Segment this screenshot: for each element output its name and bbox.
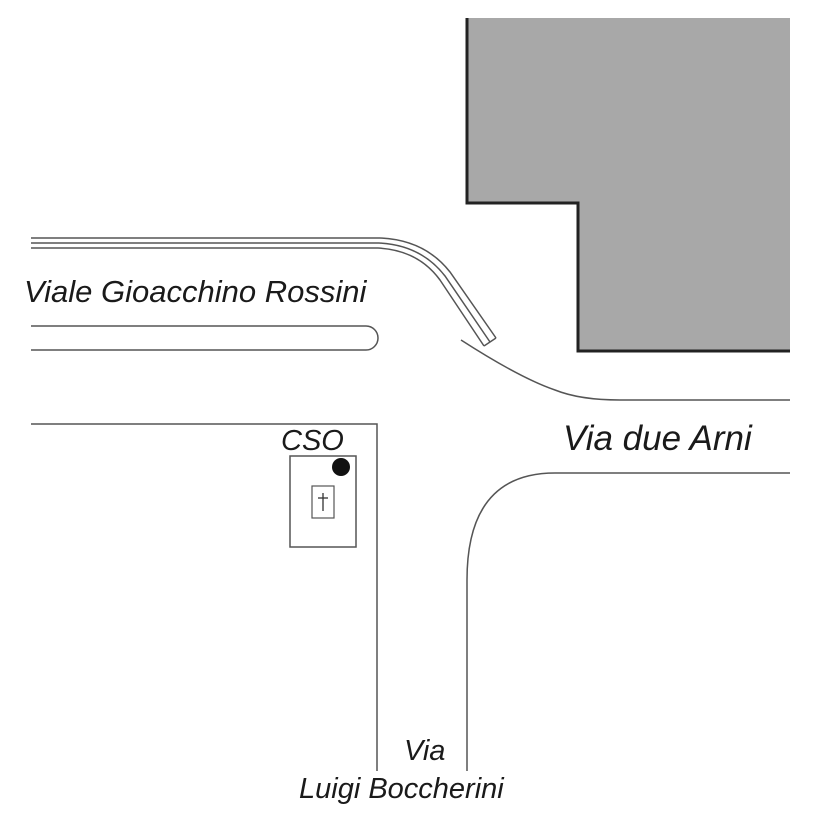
cross-icon — [318, 493, 328, 511]
due-arni-lower-edge — [466, 472, 790, 771]
rossini-median — [31, 325, 379, 351]
cso-marker-icon[interactable] — [332, 458, 350, 476]
label-via-due-arni: Via due Arni — [563, 419, 753, 458]
building-block-edge — [465, 18, 790, 353]
label-cso: CSO — [281, 425, 344, 457]
rossini-upper-edge — [31, 237, 497, 347]
label-viale-rossini: Viale Gioacchino Rossini — [24, 274, 367, 309]
chapel-inner — [311, 485, 335, 519]
boccherini-left-edge — [31, 423, 378, 771]
building-block — [467, 18, 790, 351]
label-via-boccherini-line1: Via — [404, 735, 445, 767]
chapel-building — [289, 455, 357, 548]
label-via-boccherini-line2: Luigi Boccherini — [299, 773, 505, 805]
due-arni-upper-edge — [460, 339, 790, 401]
